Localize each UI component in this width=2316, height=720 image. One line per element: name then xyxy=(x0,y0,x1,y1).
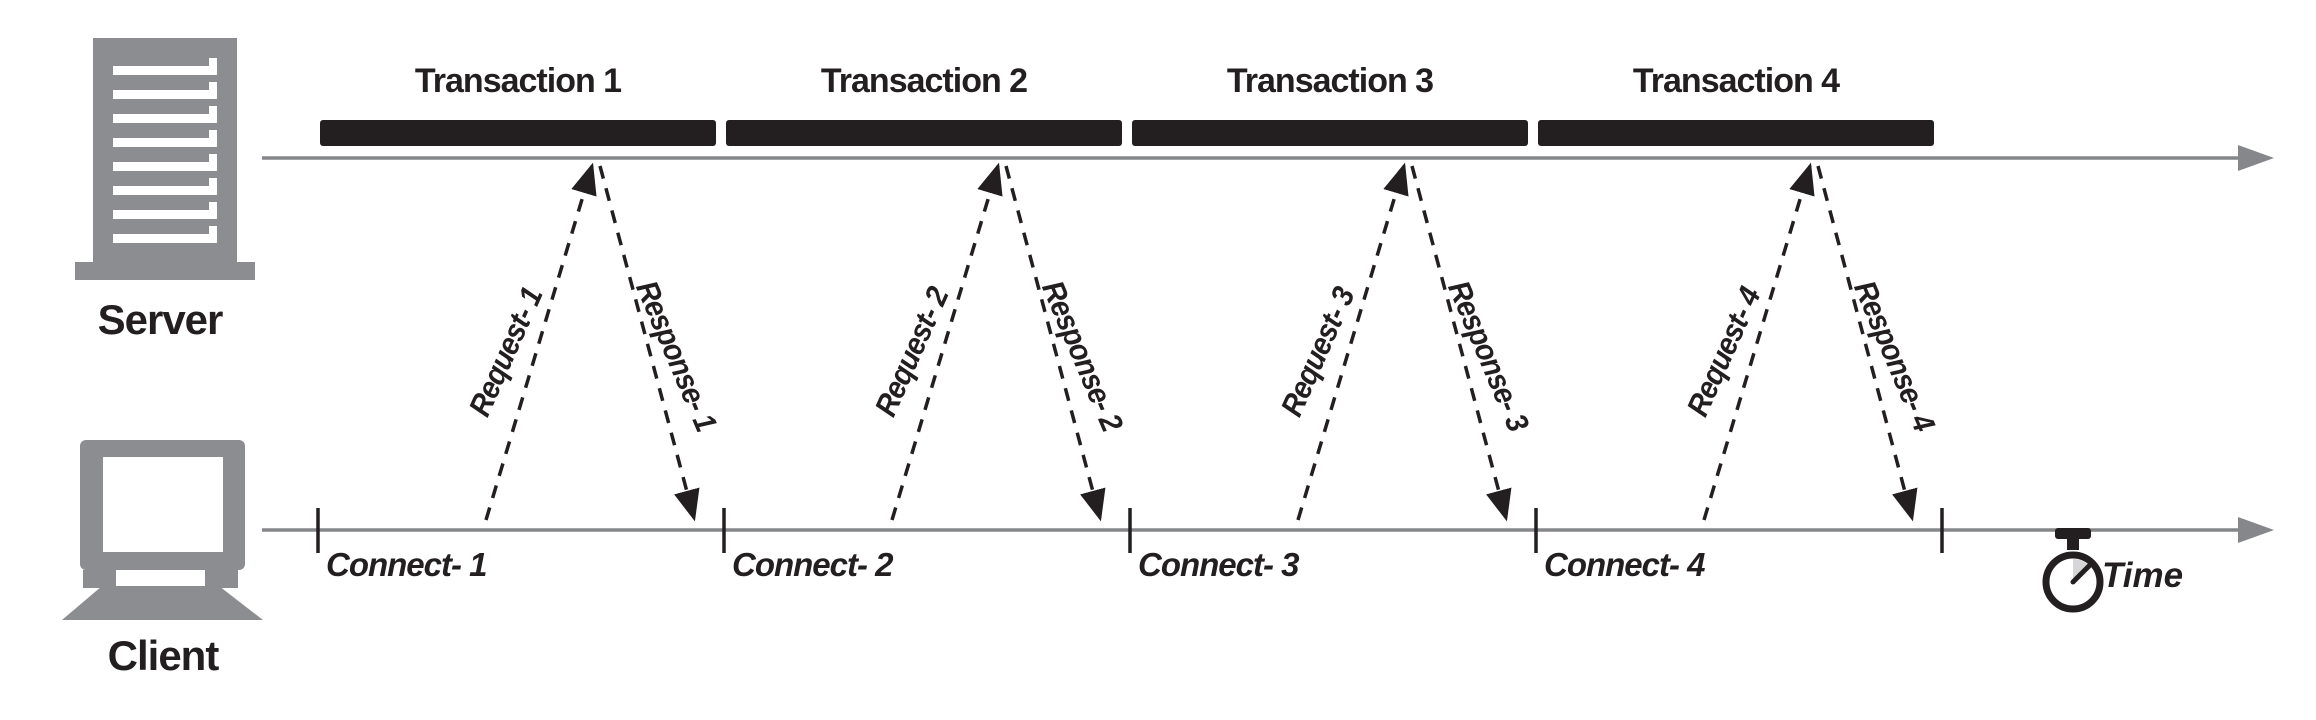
client-caption: Client xyxy=(107,632,220,679)
response-label: Response- 3 xyxy=(1441,275,1536,437)
transaction-group-4: Transaction 4 Request- 4 Response- 4 Con… xyxy=(1536,0,1942,720)
request-label: Request- 3 xyxy=(1273,282,1362,422)
transaction-bar xyxy=(1538,120,1934,146)
response-arrow-2 xyxy=(1004,165,1106,522)
server-timeline xyxy=(262,145,2274,171)
transaction-group-2: Transaction 2 Request- 2 Response- 2 Con… xyxy=(724,0,1130,720)
response-label: Response- 1 xyxy=(629,275,724,437)
transaction-label: Transaction 2 xyxy=(820,62,1028,100)
server-timeline-arrowhead xyxy=(2238,145,2274,171)
request-label: Request- 1 xyxy=(461,282,550,422)
response-label: Response- 2 xyxy=(1035,275,1130,437)
transaction-bar xyxy=(726,120,1122,146)
transaction-label: Transaction 1 xyxy=(414,62,622,100)
transaction-bar xyxy=(320,120,716,146)
transaction-bar xyxy=(1132,120,1528,146)
connect-label: Connect- 4 xyxy=(1544,546,1706,583)
monitor-screen xyxy=(103,457,223,552)
stopwatch-hand xyxy=(2070,561,2094,585)
time-axis-label: Time xyxy=(2102,556,2184,595)
connect-label: Connect- 2 xyxy=(732,546,894,583)
server-caption: Server xyxy=(97,296,224,343)
connect-ticks xyxy=(316,508,1944,553)
transaction-label: Transaction 4 xyxy=(1632,62,1840,100)
request-arrow-1 xyxy=(484,162,597,521)
keyboard-base xyxy=(62,586,263,620)
request-arrow-4 xyxy=(1702,162,1815,521)
request-label: Request- 4 xyxy=(1679,282,1768,422)
stopwatch-icon xyxy=(2042,528,2104,613)
desktop-computer-icon xyxy=(62,440,263,620)
request-arrow-2 xyxy=(890,162,1003,521)
transaction-group-1: Transaction 1 Request- 1 Response- 1 Con… xyxy=(318,0,724,720)
server-tower-icon xyxy=(75,38,255,280)
response-arrow-4 xyxy=(1816,165,1918,522)
client-timeline xyxy=(262,517,2274,543)
server-vent-slats xyxy=(113,58,217,243)
connect-label: Connect- 3 xyxy=(1138,546,1300,583)
response-arrow-3 xyxy=(1410,165,1512,522)
connect-label: Connect- 1 xyxy=(326,546,488,583)
request-label: Request- 2 xyxy=(867,282,956,422)
response-arrow-1 xyxy=(598,165,700,522)
transaction-group-3: Transaction 3 Request- 3 Response- 3 Con… xyxy=(1130,0,1536,720)
request-arrow-3 xyxy=(1296,162,1409,521)
client-timeline-arrowhead xyxy=(2238,517,2274,543)
transaction-label: Transaction 3 xyxy=(1226,62,1434,100)
response-label: Response- 4 xyxy=(1847,275,1942,437)
